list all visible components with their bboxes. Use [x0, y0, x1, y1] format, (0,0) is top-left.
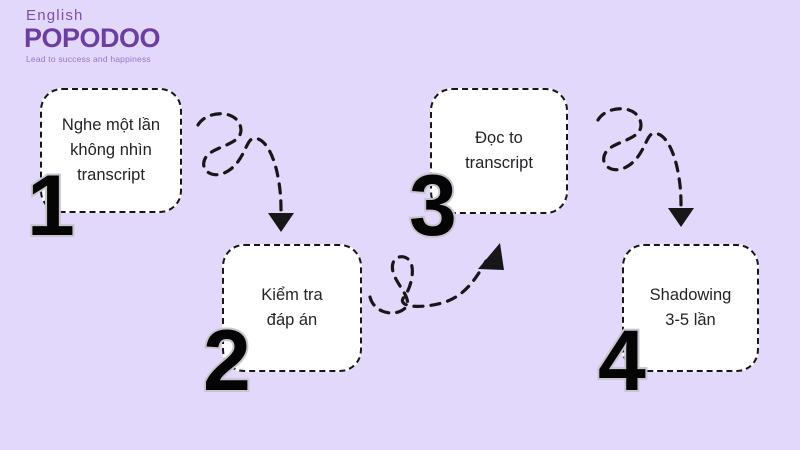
step-number-4: 4	[596, 313, 648, 409]
logo-english-text: English	[26, 7, 84, 24]
arrow-step3-to-step4-icon	[596, 107, 694, 227]
step-box-2: Kiểm tra đáp án	[222, 244, 362, 372]
step-2-label: Kiểm tra đáp án	[261, 286, 323, 329]
arrow-2-head	[478, 243, 504, 270]
logo-popodoo-text: POPODOO	[24, 23, 161, 53]
arrow-step1-to-step2-icon	[196, 112, 294, 232]
step-number-1: 1	[25, 158, 77, 254]
step-3-label: Đọc to transcript	[465, 129, 533, 172]
step-box-1: Nghe một lần không nhìn transcript	[40, 88, 182, 213]
step-box-3: Đọc to transcript	[430, 88, 568, 214]
step-4-label: Shadowing 3-5 lần	[649, 286, 732, 329]
step-1-label: Nghe một lần không nhìn transcript	[61, 116, 161, 184]
arrow-1-head	[268, 213, 294, 232]
step-number-3: 3	[407, 158, 459, 254]
logo-tagline-text: Lead to success and happiness	[26, 54, 151, 64]
arrow-step2-to-step3-icon	[368, 243, 504, 315]
step-box-4: Shadowing 3-5 lần	[622, 244, 759, 372]
brand-logo: English POPODOO Lead to success and happ…	[24, 8, 204, 64]
arrow-3-head	[668, 208, 694, 227]
step-number-2: 2	[201, 313, 253, 409]
